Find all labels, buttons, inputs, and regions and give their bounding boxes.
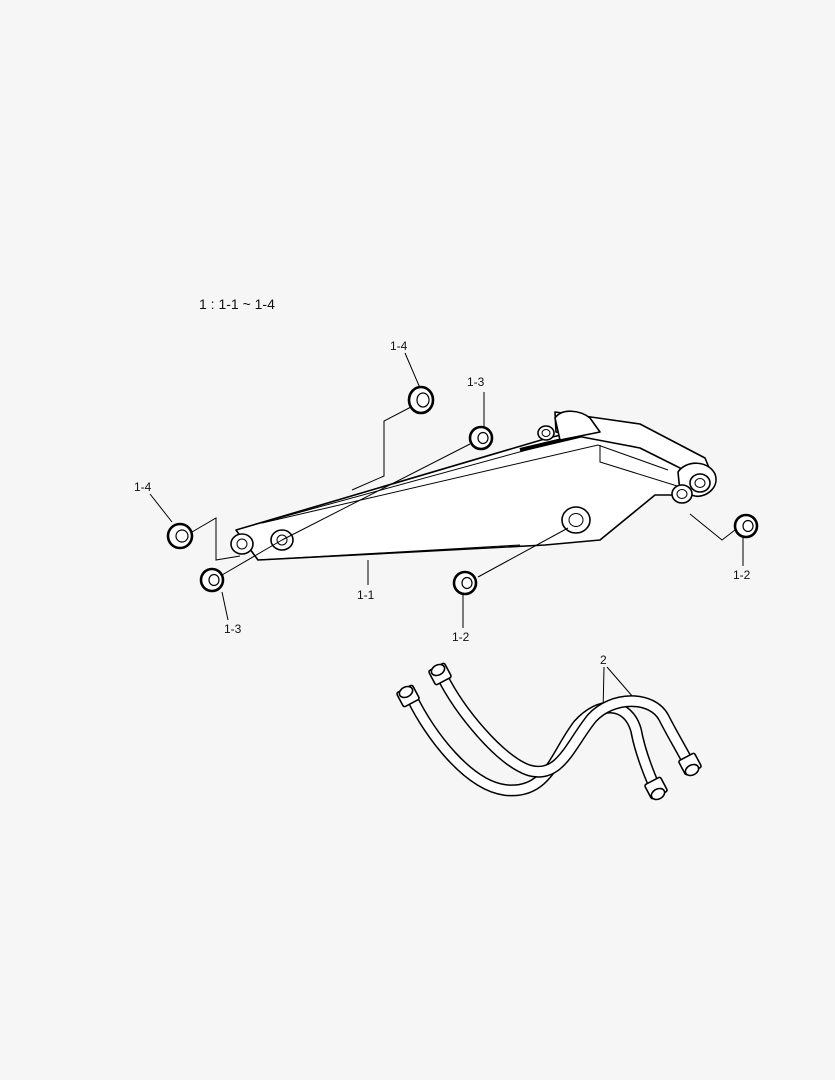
callout-1-3-upper: 1-3 <box>467 375 485 389</box>
hose-fitting <box>396 684 420 708</box>
callout-1-4-top: 1-4 <box>390 339 408 353</box>
bushing-1-2-lower <box>452 570 478 596</box>
bushing-1-4-left <box>166 522 194 550</box>
bushing-1-2-right <box>733 513 759 539</box>
callout-2: 2 <box>600 653 607 667</box>
callout-1-4-left: 1-4 <box>134 480 152 494</box>
callout-1-3-lower: 1-3 <box>224 622 242 636</box>
callout-1-2-right: 1-2 <box>733 568 751 582</box>
bushing-1-3-lower <box>199 567 225 593</box>
bushing-1-3-upper <box>468 425 494 451</box>
hose-fitting <box>644 776 668 801</box>
bushing-1-4-top <box>407 385 435 415</box>
hose-fitting <box>678 752 702 777</box>
hose-fitting <box>428 662 452 686</box>
callout-1-2-lower: 1-2 <box>452 630 470 644</box>
callout-1-1: 1-1 <box>357 588 375 602</box>
boom-arm <box>230 410 717 561</box>
leader-lines <box>149 352 744 713</box>
hydraulic-hoses <box>396 662 702 801</box>
diagram-title: 1 : 1-1 ~ 1-4 <box>199 296 275 312</box>
